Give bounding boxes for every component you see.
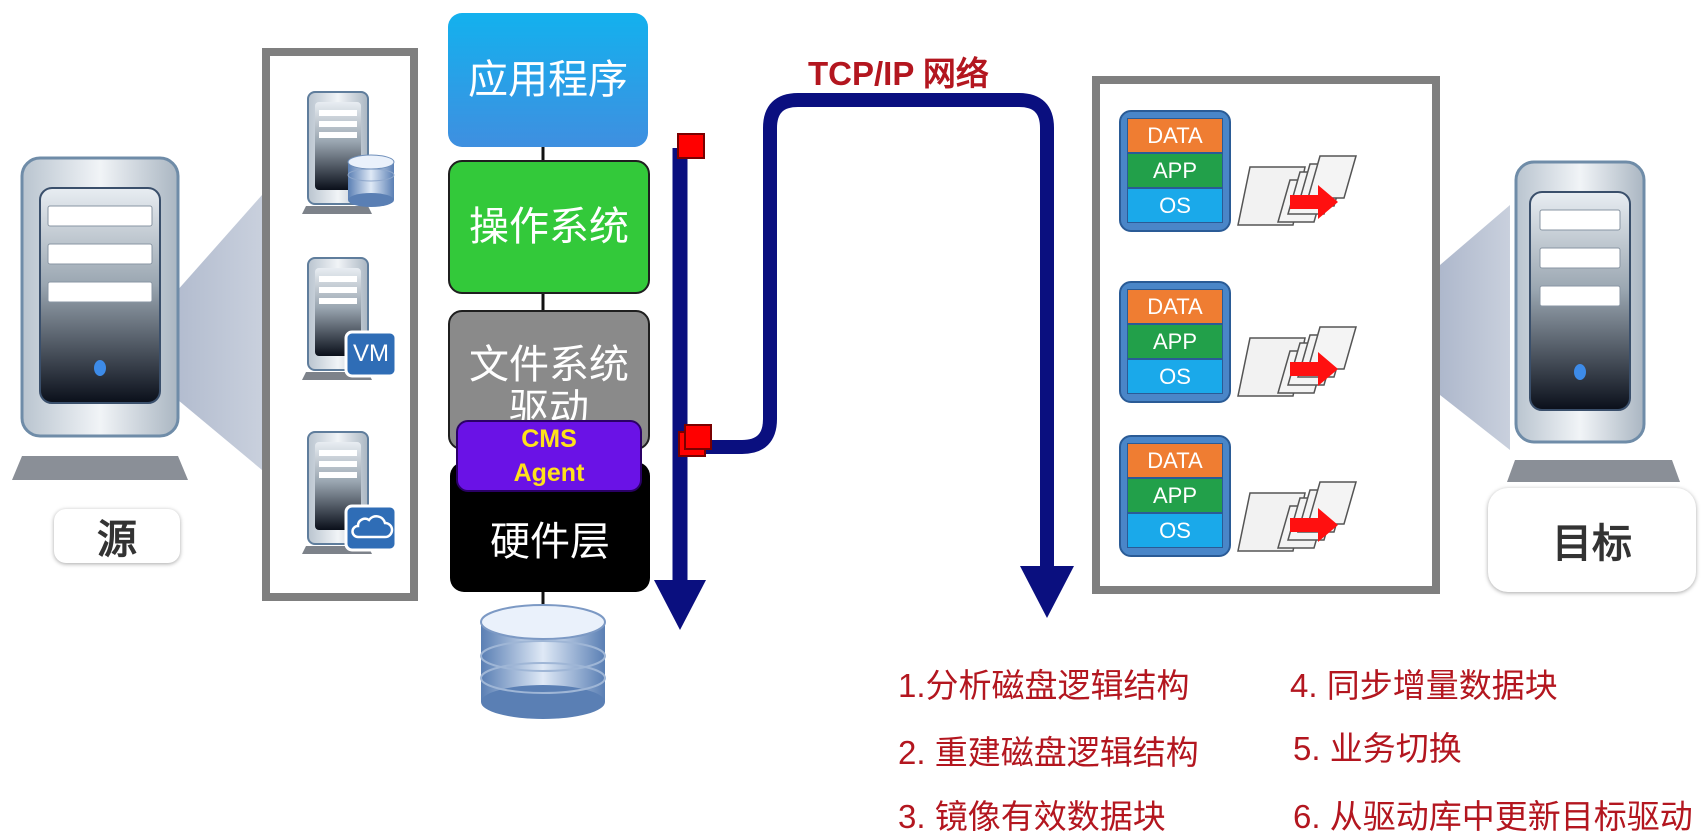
cms-agent-label-line1: CMS [521, 425, 577, 453]
target-label: 目标 [1552, 522, 1632, 566]
cloud-icon [351, 515, 394, 539]
capture-marker-top [677, 133, 705, 159]
network-arrow-head [1020, 566, 1074, 618]
storage-database-icon [480, 604, 606, 719]
arrow-right-icon [1290, 508, 1338, 542]
stack-os-layer: 操作系统 [448, 160, 650, 294]
cloud-server-icon [302, 431, 398, 554]
stack-os-label: 操作系统 [469, 205, 629, 249]
layer-app: APP [1127, 153, 1223, 188]
step-2: 2. 重建磁盘逻辑结构 [898, 734, 1199, 771]
stack-app-label: 应用程序 [468, 58, 628, 102]
layer-app: APP [1127, 324, 1223, 359]
vm-stack-2: DATA APP OS [1119, 281, 1231, 403]
stack-app-layer: 应用程序 [448, 13, 648, 147]
replication-group-3 [1237, 481, 1357, 552]
step-4: 4. 同步增量数据块 [1290, 667, 1558, 704]
arrow-right-icon [1290, 185, 1338, 219]
target-server-icon [1507, 160, 1680, 482]
network-label: TCP/IP 网络 [808, 55, 989, 92]
layer-os: OS [1127, 359, 1223, 394]
layer-app: APP [1127, 478, 1223, 513]
capture-arrow-head [654, 580, 706, 630]
virtual-server-icon [302, 257, 398, 380]
target-projection-cone [1440, 205, 1510, 450]
step-6: 6. 从驱动库中更新目标驱动 [1293, 798, 1693, 835]
vm-badge-label: VM [353, 340, 389, 367]
stack-hardware-label: 硬件层 [490, 520, 610, 564]
source-server-icon [12, 156, 188, 480]
cms-agent-box: CMS Agent [456, 420, 642, 492]
layer-os: OS [1127, 513, 1223, 548]
source-label: 源 [97, 518, 137, 562]
capture-marker-bottom [684, 424, 712, 450]
source-label-box: 源 [54, 509, 180, 563]
layer-data: DATA [1127, 443, 1223, 478]
vm-stack-1: DATA APP OS [1119, 110, 1231, 232]
vm-stack-3: DATA APP OS [1119, 435, 1231, 557]
layer-data: DATA [1127, 289, 1223, 324]
step-1: 1.分析磁盘逻辑结构 [898, 667, 1190, 704]
stack-fs-label-line1: 文件系统 [469, 343, 629, 387]
replication-group-1 [1237, 155, 1357, 226]
layer-data: DATA [1127, 118, 1223, 153]
arrow-right-icon [1290, 352, 1338, 386]
step-3: 3. 镜像有效数据块 [898, 798, 1166, 835]
cms-agent-label-line2: Agent [513, 459, 585, 487]
replication-group-2 [1237, 326, 1357, 397]
source-projection-cone [160, 195, 262, 470]
target-label-box: 目标 [1488, 488, 1696, 592]
network-path [688, 93, 1054, 572]
database-icon [347, 154, 395, 207]
step-5: 5. 业务切换 [1293, 730, 1462, 767]
layer-os: OS [1127, 188, 1223, 223]
